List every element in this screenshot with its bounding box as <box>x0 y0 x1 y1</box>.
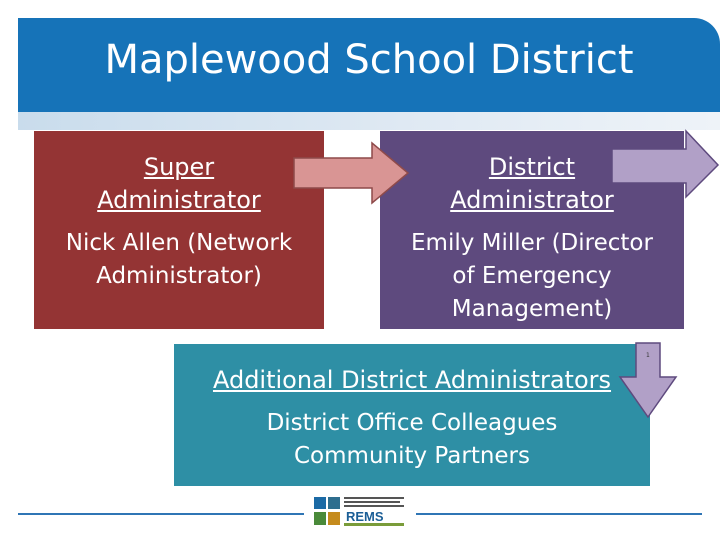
heading-line: Super <box>143 153 215 181</box>
super-administrator-heading: Super Administrator <box>34 151 324 217</box>
district-administrator-box: District Administrator Emily Miller (Dir… <box>380 131 684 329</box>
rems-logo-icon: REMS <box>314 497 404 526</box>
page-mark: 1 <box>646 352 650 359</box>
body-line: District Office Colleagues <box>266 410 558 436</box>
footer-line-left <box>18 513 304 515</box>
district-administrator-name: Emily Miller (Director of Emergency Mana… <box>380 227 684 326</box>
heading-line: District <box>488 153 576 181</box>
body-line: Management) <box>451 296 613 322</box>
right-arrow-icon <box>293 141 410 205</box>
body-line: of Emergency <box>452 263 612 289</box>
body-line: Nick Allen (Network <box>65 230 293 256</box>
additional-administrators-box: Additional District Administrators Distr… <box>174 344 650 486</box>
heading-line: Administrator <box>97 186 261 214</box>
additional-administrators-members: District Office Colleagues Community Par… <box>174 407 650 473</box>
additional-administrators-heading: Additional District Administrators <box>212 366 612 394</box>
body-line: Community Partners <box>294 443 530 469</box>
slide-title: Maplewood School District <box>104 37 634 83</box>
title-band <box>18 18 720 112</box>
svg-text:REMS: REMS <box>346 509 384 524</box>
super-administrator-box: Super Administrator Nick Allen (Network … <box>34 131 324 329</box>
super-administrator-name: Nick Allen (Network Administrator) <box>34 227 324 293</box>
footer-line-right <box>416 513 702 515</box>
district-administrator-heading: District Administrator <box>380 151 684 217</box>
body-line: Emily Miller (Director <box>411 230 653 256</box>
title-band-gradient <box>18 112 720 130</box>
heading-line: Administrator <box>450 186 614 214</box>
elbow-arrow-icon <box>611 129 720 419</box>
body-line: Administrator) <box>96 263 262 289</box>
